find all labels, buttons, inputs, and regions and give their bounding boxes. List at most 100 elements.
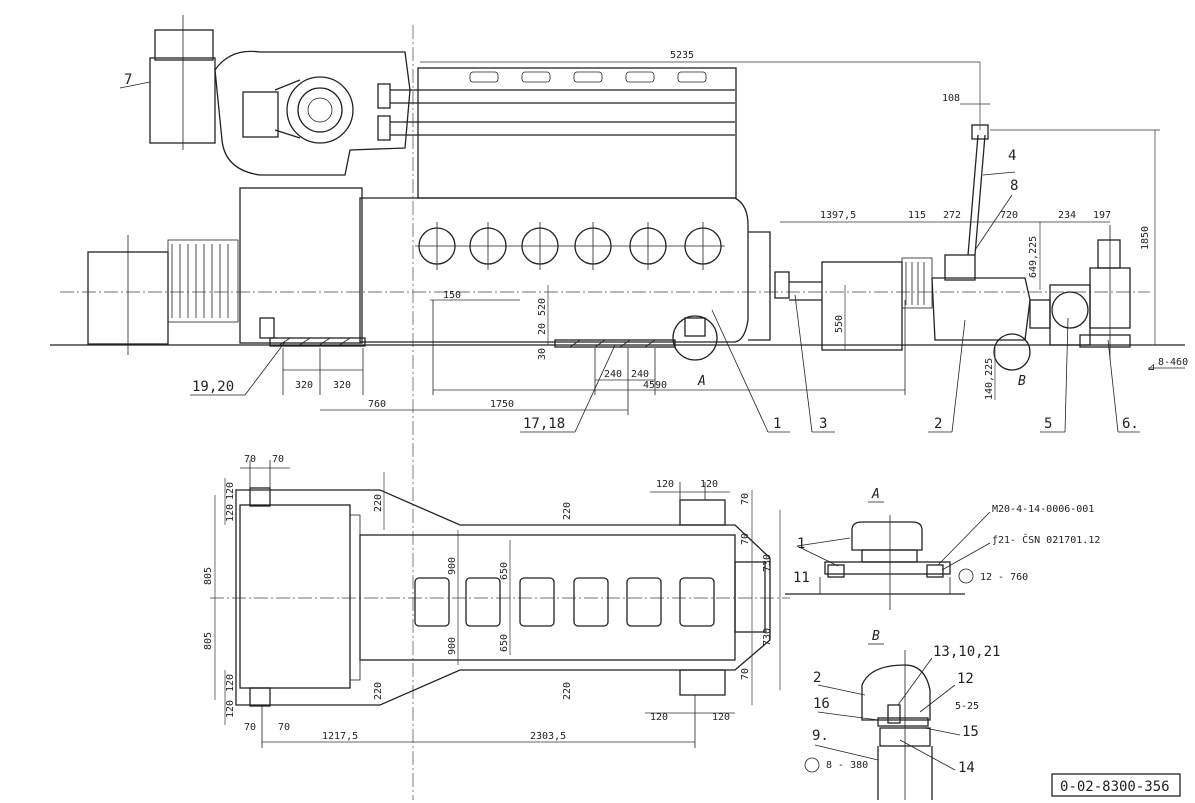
detail-b-main-label: B (1018, 374, 1026, 389)
side-view-callouts: 7 4 8 19,20 17,18 1 3 2 5 6. A B ⊿ 8-460 (119, 72, 1188, 433)
dim-760: 760 (368, 399, 386, 410)
callout-4: 4 (1008, 148, 1016, 164)
weld-symbol-main: ⊿ (1147, 362, 1155, 373)
air-filter (149, 15, 216, 150)
engine-head (417, 67, 737, 199)
dim-140-225: 140,225 (984, 358, 995, 400)
plan-dim-120-a: 120 (225, 482, 236, 500)
plan-dim-120-e: 120 (225, 674, 236, 692)
coupling-shaft (774, 271, 822, 301)
detail-b-callout-9: 9. (812, 728, 829, 744)
plan-dim-70-d: 70 (740, 533, 751, 545)
intake-pipes (390, 89, 735, 136)
detail-a: A 1 11 M20-4-14-0006-001 ƒ21- ČSN 021701… (785, 487, 1100, 610)
plan-dim-70-c: 70 (740, 493, 751, 505)
plan-dim-730-b: 730 (762, 628, 773, 646)
detail-a-marker (672, 315, 718, 361)
detail-a-main-label: A (697, 374, 706, 389)
plan-dim-70-g: 70 (244, 722, 256, 733)
detail-b-callout-12: 12 (957, 671, 974, 687)
plan-dim-2303-5: 2303,5 (530, 731, 566, 742)
dim-1397-5: 1397,5 (820, 210, 856, 221)
plan-dim-220-b: 220 (562, 502, 573, 520)
callout-17-18: 17,18 (523, 416, 565, 432)
dim-4590: 4590 (643, 380, 667, 391)
plan-dim-900-a: 900 (447, 557, 458, 575)
detail-a-part-2: ƒ21- ČSN 021701.12 (992, 533, 1100, 546)
drawing-number: 0-02-8300-356 (1060, 779, 1170, 795)
plan-dim-650-b: 650 (499, 634, 510, 652)
side-view (87, 15, 1131, 371)
dim-240-b: 240 (631, 369, 649, 380)
dim-150: 150 (443, 290, 461, 301)
plan-dim-120-h: 120 (712, 712, 730, 723)
plan-dim-70-e: 70 (740, 668, 751, 680)
pump-unit (1049, 225, 1131, 360)
detail-b-callout-16: 16 (813, 696, 830, 712)
plan-view-dimensions: 70 70 120 120 220 220 220 220 120 120 70… (203, 454, 781, 748)
detail-a-weld: 12 - 760 (980, 572, 1028, 583)
plan-dim-120-d: 120 (700, 479, 718, 490)
callout-2: 2 (934, 416, 942, 432)
lever (967, 124, 989, 256)
weld-main-label: 8-460 (1158, 357, 1188, 368)
detail-b-callout-2: 2 (813, 670, 821, 686)
dim-197: 197 (1093, 210, 1111, 221)
dim-320-a: 320 (295, 380, 313, 391)
dim-5235: 5235 (670, 50, 694, 61)
dim-30: 30 (537, 348, 548, 360)
side-view-dimensions: 5235 108 1850 1397,5 115 272 720 234 197… (282, 50, 1160, 415)
callout-7: 7 (124, 72, 132, 88)
plan-dim-70-b: 70 (272, 454, 284, 465)
callout-5: 5 (1044, 416, 1052, 432)
dim-720: 720 (1000, 210, 1018, 221)
engine-block (359, 197, 771, 343)
callout-1: 1 (773, 416, 781, 432)
detail-a-part-1: M20-4-14-0006-001 (992, 504, 1094, 515)
dim-240-a: 240 (604, 369, 622, 380)
plan-dim-120-b: 120 (225, 504, 236, 522)
detail-a-callout-1: 1 (797, 536, 805, 552)
plan-dim-805-b: 805 (203, 632, 214, 650)
detail-b-weld: 5-25 (955, 701, 979, 712)
plan-dim-120-g: 120 (650, 712, 668, 723)
detail-b-callout-14: 14 (958, 760, 975, 776)
plan-dim-120-c: 120 (656, 479, 674, 490)
plan-dim-1217-5: 1217,5 (322, 731, 358, 742)
detail-b: B 2 13,10,21 12 16 5-25 15 9. 14 8 - 380 (804, 629, 1000, 800)
plan-view (235, 487, 771, 707)
detail-b-weld-2: 8 - 380 (826, 760, 868, 771)
dim-272: 272 (943, 210, 961, 221)
plan-dim-650-a: 650 (499, 562, 510, 580)
turbocharger (214, 50, 411, 176)
plan-dim-220-c: 220 (373, 682, 384, 700)
callout-6: 6. (1122, 416, 1139, 432)
callout-8: 8 (1010, 178, 1018, 194)
detail-b-callout-13-10-21: 13,10,21 (933, 644, 1000, 660)
detail-b-callout-15: 15 (962, 724, 979, 740)
dim-234: 234 (1058, 210, 1076, 221)
drawing-number-box: 0-02-8300-356 (1051, 773, 1181, 797)
generator (821, 257, 933, 351)
base-frame (259, 317, 676, 348)
plan-dim-220-d: 220 (562, 682, 573, 700)
detail-a-title: A (871, 487, 880, 502)
detail-a-callout-11: 11 (793, 570, 810, 586)
plan-dim-70-h: 70 (278, 722, 290, 733)
detail-b-title: B (872, 629, 880, 644)
dim-1750: 1750 (490, 399, 514, 410)
plan-dim-900-b: 900 (447, 637, 458, 655)
plan-dim-220-a: 220 (373, 494, 384, 512)
plan-dim-730-a: 730 (762, 554, 773, 572)
dim-550: 550 (834, 315, 845, 333)
dim-115: 115 (908, 210, 926, 221)
dim-20: 20 (537, 323, 548, 335)
callout-19-20: 19,20 (192, 379, 234, 395)
radiator (87, 187, 363, 355)
dim-108: 108 (942, 93, 960, 104)
dim-520: 520 (537, 298, 548, 316)
plan-dim-70-a: 70 (244, 454, 256, 465)
callout-3: 3 (819, 416, 827, 432)
plan-dim-805-a: 805 (203, 567, 214, 585)
